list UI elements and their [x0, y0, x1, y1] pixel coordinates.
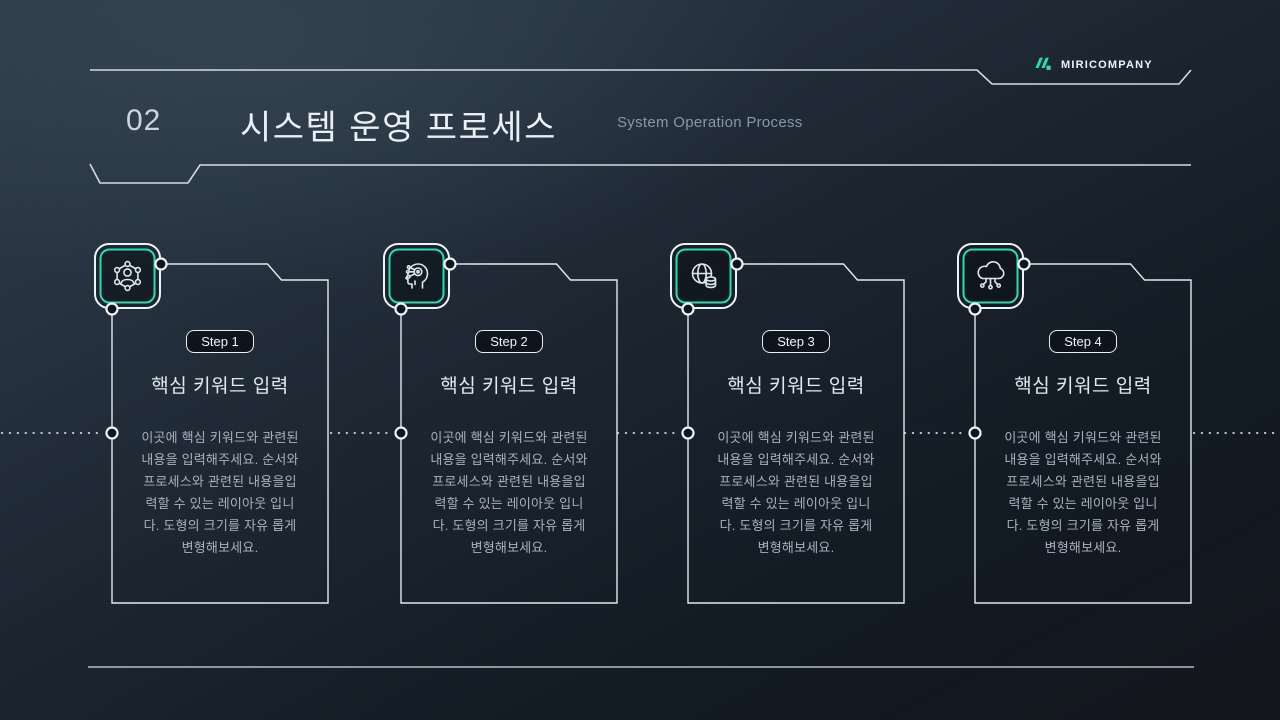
step-badge-label: Step 2 — [475, 330, 543, 353]
step-badge-label: Step 4 — [1049, 330, 1117, 353]
ai-head-icon — [405, 263, 429, 289]
user-network-icon — [113, 260, 142, 292]
globe-database-icon — [691, 263, 717, 289]
miricompany-logo-icon — [1035, 57, 1051, 70]
card-body-text: 이곳에 핵심 키워드와 관련된 내용을 입력해주세요. 순서와 프로세스와 관련… — [717, 430, 875, 555]
section-number: 02 — [126, 104, 162, 137]
step-badge: Step 4 — [975, 330, 1191, 353]
card-title: 핵심 키워드 입력 — [727, 376, 865, 397]
page-subtitle: System Operation Process — [617, 114, 803, 131]
process-card-step-3: Step 3 핵심 키워드 입력 이곳에 핵심 키워드와 관련된 내용을 입력해… — [668, 240, 918, 620]
card-outline — [383, 243, 618, 604]
card-outline — [670, 243, 905, 604]
card-title: 핵심 키워드 입력 — [151, 376, 289, 397]
step-badge: Step 1 — [112, 330, 328, 353]
step-badge-label: Step 3 — [762, 330, 830, 353]
process-card-step-4: Step 4 핵심 키워드 입력 이곳에 핵심 키워드와 관련된 내용을 입력해… — [955, 240, 1205, 620]
card-body-text: 이곳에 핵심 키워드와 관련된 내용을 입력해주세요. 순서와 프로세스와 관련… — [430, 430, 588, 555]
top-rule — [90, 69, 1192, 85]
process-card-step-1: Step 1 핵심 키워드 입력 이곳에 핵심 키워드와 관련된 내용을 입력해… — [92, 240, 342, 620]
step-badge-label: Step 1 — [186, 330, 254, 353]
process-card-step-2: Step 2 핵심 키워드 입력 이곳에 핵심 키워드와 관련된 내용을 입력해… — [381, 240, 631, 620]
card-body-text: 이곳에 핵심 키워드와 관련된 내용을 입력해주세요. 순서와 프로세스와 관련… — [1004, 430, 1162, 555]
step-badge: Step 3 — [688, 330, 904, 353]
page-title: 시스템 운영 프로세스 — [240, 109, 557, 147]
card-title: 핵심 키워드 입력 — [440, 376, 578, 397]
brand-name: MIRICOMPANY — [1061, 59, 1153, 71]
cloud-network-icon — [977, 261, 1005, 290]
card-title: 핵심 키워드 입력 — [1014, 376, 1152, 397]
brand-logo: MIRICOMPANY — [1032, 54, 1153, 76]
title-underline — [89, 163, 1191, 184]
step-badge: Step 2 — [401, 330, 617, 353]
card-outline — [94, 243, 329, 604]
card-body-text: 이곳에 핵심 키워드와 관련된 내용을 입력해주세요. 순서와 프로세스와 관련… — [141, 430, 299, 555]
card-outline — [957, 243, 1192, 604]
